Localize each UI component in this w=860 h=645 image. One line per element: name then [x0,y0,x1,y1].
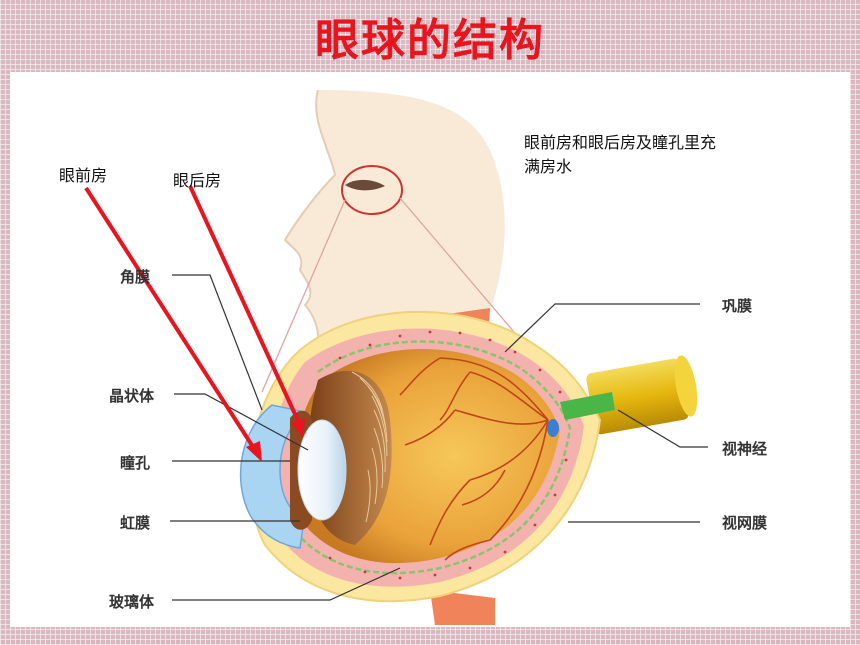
blood-dots [328,330,568,580]
face-silhouette [285,90,505,360]
leader-lines [170,274,708,601]
label-optic-nerve: 视神经 [722,440,768,458]
page-title: 眼球的结构 [315,15,545,66]
label-retina: 视网膜 [722,514,768,532]
optic-nerve [586,358,689,435]
posterior-chamber-label: 眼后房 [173,171,222,190]
face-profile-line [283,89,337,361]
cornea [239,404,307,549]
label-vitreous: 玻璃体 [109,593,155,611]
lower-eyelid [430,590,495,625]
label-lens: 晶状体 [109,387,155,405]
label-cornea: 角膜 [120,268,151,286]
ciliary-ridges [351,371,388,523]
aqueous-humor-note-line1: 眼前房和眼后房及瞳孔里充 [524,133,717,152]
zoom-line-left [261,199,346,393]
optic-nerve-fibers [560,392,615,420]
posterior-chamber-arrow [188,185,305,438]
optic-disc [547,419,559,437]
aqueous-humor-note-line2: 满房水 [524,157,573,176]
optic-nerve-end [674,355,698,417]
anterior-chamber-arrow [84,186,262,462]
blood-vessels [399,357,549,561]
face-eye-circle [341,165,403,215]
label-pupil: 瞳孔 [120,454,151,472]
label-iris: 虹膜 [120,514,151,532]
retina-layer [295,340,572,575]
anterior-chamber-label: 眼前房 [59,166,108,185]
lens [297,419,347,521]
label-sclera: 巩膜 [722,297,753,315]
face-eye [345,179,385,191]
